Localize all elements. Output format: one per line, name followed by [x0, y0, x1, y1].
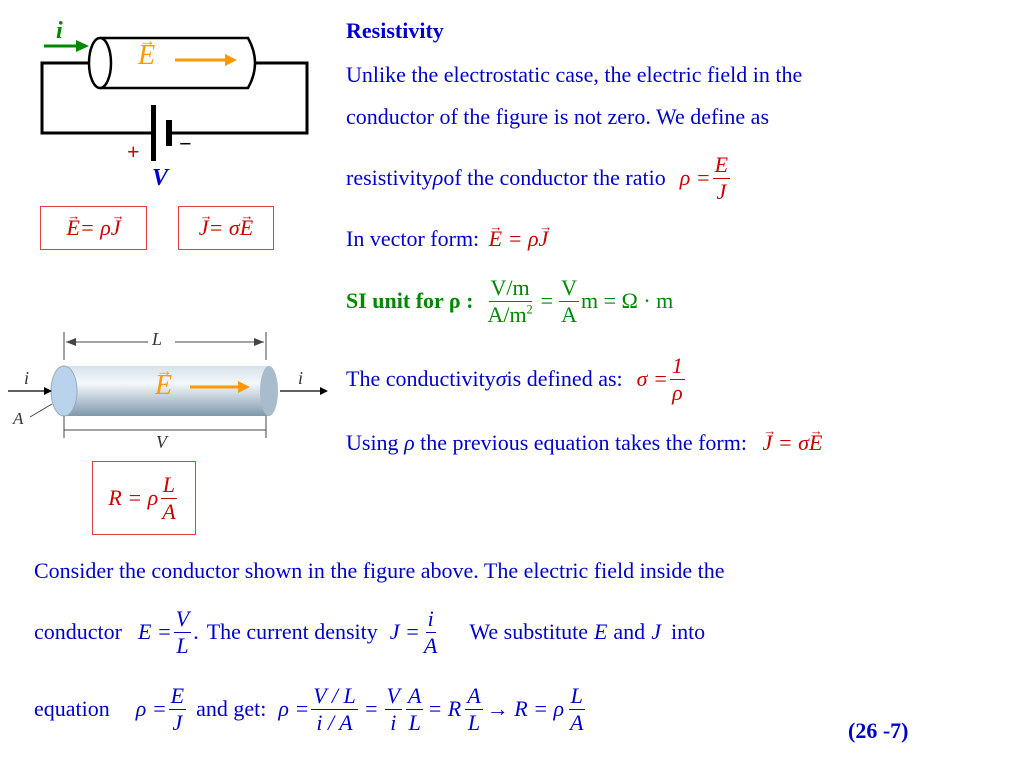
paragraph-line-1: Unlike the electrostatic case, the elect…	[346, 62, 803, 87]
conductor-body	[100, 36, 257, 90]
field-arrowhead	[238, 381, 250, 393]
bottom-line-1: Consider the conductor shown in the figu…	[34, 558, 725, 583]
vector-form-line: In vector form: E = ρJ	[346, 219, 552, 252]
battery-long-plate	[151, 105, 156, 161]
area-pointer	[29, 403, 53, 418]
current-label: i	[56, 18, 63, 44]
length-arrow-right	[254, 338, 264, 346]
field-label-bottom: E	[155, 361, 173, 402]
cylinder-end-left	[50, 365, 78, 417]
conductor-end	[87, 36, 113, 90]
conductor-figure: L V A i i E	[0, 320, 340, 460]
current-in-arrowhead	[44, 387, 52, 395]
paragraph-line-3: resistivity ρ of the conductor the ratio…	[346, 148, 732, 208]
using-line: Using ρ the previous equation takes the …	[346, 423, 823, 456]
equation-box-e-rho-j: E = ρJ	[40, 206, 147, 250]
voltage-label: V	[152, 165, 169, 191]
ohm-law-vector-equation: J = σE	[762, 423, 823, 455]
current-out-arrowhead	[320, 387, 328, 395]
current-out-label: i	[298, 368, 304, 388]
plus-label: +	[127, 139, 140, 164]
voltage-label-bottom: V	[156, 432, 167, 452]
paragraph-line-2: conductor of the figure is not zero. We …	[346, 104, 770, 129]
current-arrowhead	[76, 40, 89, 52]
battery-short-plate	[166, 120, 172, 146]
length-label: L	[152, 329, 163, 349]
current-in-label: i	[24, 368, 30, 388]
length-arrow-left	[66, 338, 76, 346]
area-label: A	[13, 409, 24, 428]
equation-box-j-sigma-e: J = σE	[178, 206, 274, 250]
field-label: E	[138, 31, 156, 72]
section-title: Resistivity	[346, 18, 444, 43]
equation-number: (26 -7)	[848, 718, 909, 743]
minus-label: −	[179, 131, 192, 156]
vector-form-equation: E = ρJ	[489, 219, 552, 251]
field-arrowhead	[225, 54, 237, 66]
circuit-figure: i E + − V	[0, 0, 330, 200]
circuit-wire-left	[40, 61, 152, 135]
cylinder-end-right	[260, 366, 278, 416]
circuit-wire-right	[170, 61, 309, 135]
